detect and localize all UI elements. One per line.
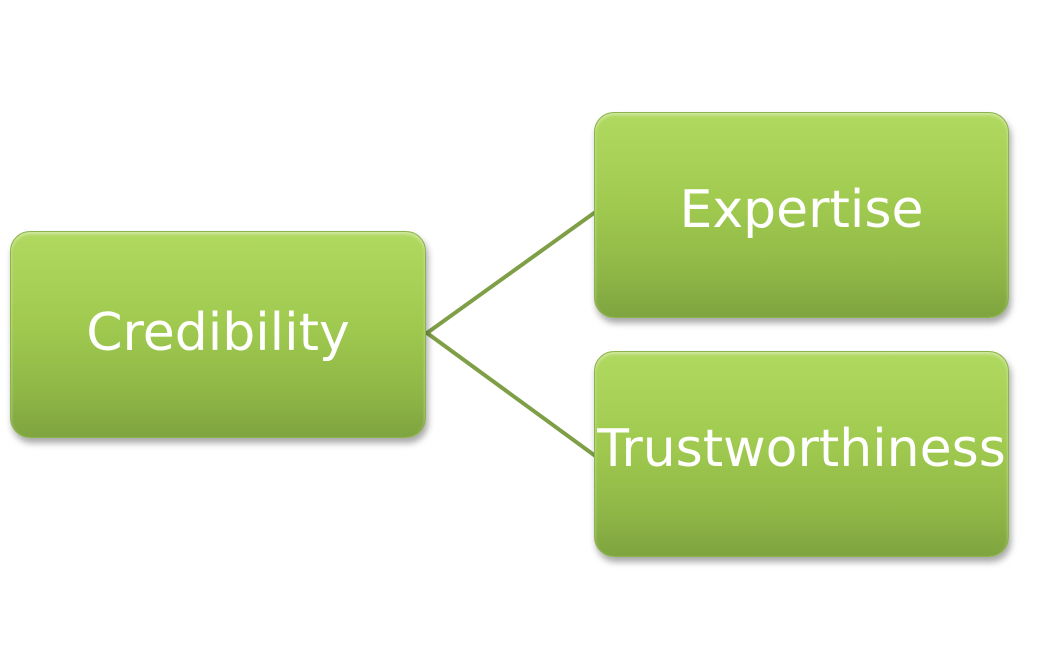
node-label-trustworthiness: Trustworthiness bbox=[597, 419, 1006, 479]
node-label-expertise: Expertise bbox=[679, 180, 924, 240]
connector-credibility-trustworthiness bbox=[425, 331, 596, 457]
node-trustworthiness: Trustworthiness bbox=[594, 351, 1009, 557]
node-credibility: Credibility bbox=[10, 231, 426, 438]
node-label-credibility: Credibility bbox=[86, 302, 350, 363]
connector-credibility-expertise bbox=[425, 211, 596, 335]
node-expertise: Expertise bbox=[594, 112, 1009, 318]
